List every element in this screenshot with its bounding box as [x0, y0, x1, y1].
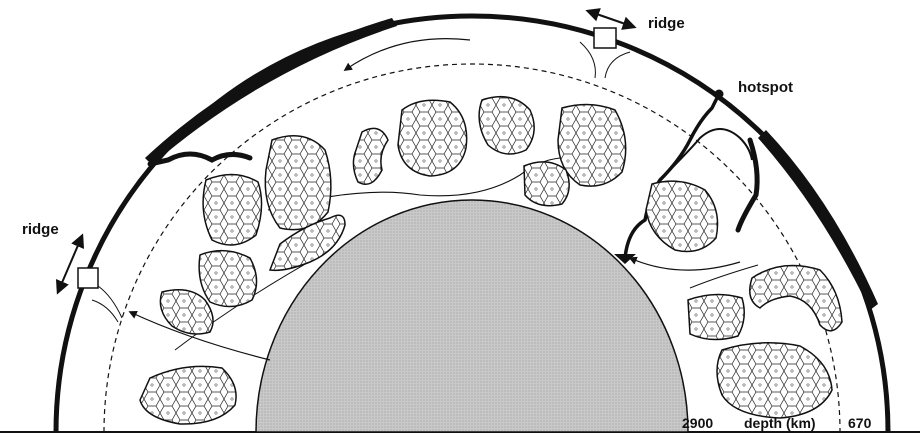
flow-line-right — [690, 265, 758, 288]
depth-670-label: 670 — [848, 415, 872, 431]
hotspot-marker — [715, 90, 724, 99]
slab-right-descending — [738, 140, 757, 230]
slab-left-trail — [150, 154, 250, 164]
blob — [524, 162, 569, 206]
blob — [479, 97, 534, 154]
blob — [199, 251, 256, 307]
blob — [717, 343, 832, 418]
ridge-left-box — [78, 268, 98, 288]
ridge-top-arrow — [588, 11, 634, 27]
blob — [160, 290, 213, 334]
blob — [688, 294, 744, 339]
blob — [750, 266, 842, 331]
ridge-top-label: ridge — [648, 15, 685, 32]
flow-arrow-upper-left — [345, 39, 470, 70]
flow-arrow-right-return — [630, 258, 740, 270]
blob — [265, 136, 331, 230]
blob — [203, 174, 261, 245]
ridge-left-label: ridge — [22, 221, 59, 238]
hotspot-label: hotspot — [738, 79, 793, 96]
blob — [353, 128, 388, 184]
depth-caption: depth (km) — [744, 415, 816, 431]
hotspot-plume-branch — [660, 129, 752, 180]
depth-2900-label: 2900 — [682, 415, 713, 431]
blob — [398, 100, 467, 176]
blob — [140, 366, 236, 424]
ridge-top-box — [594, 28, 616, 48]
ridge-left-upwelling — [92, 286, 122, 322]
blob — [558, 104, 626, 186]
blob — [646, 181, 718, 251]
